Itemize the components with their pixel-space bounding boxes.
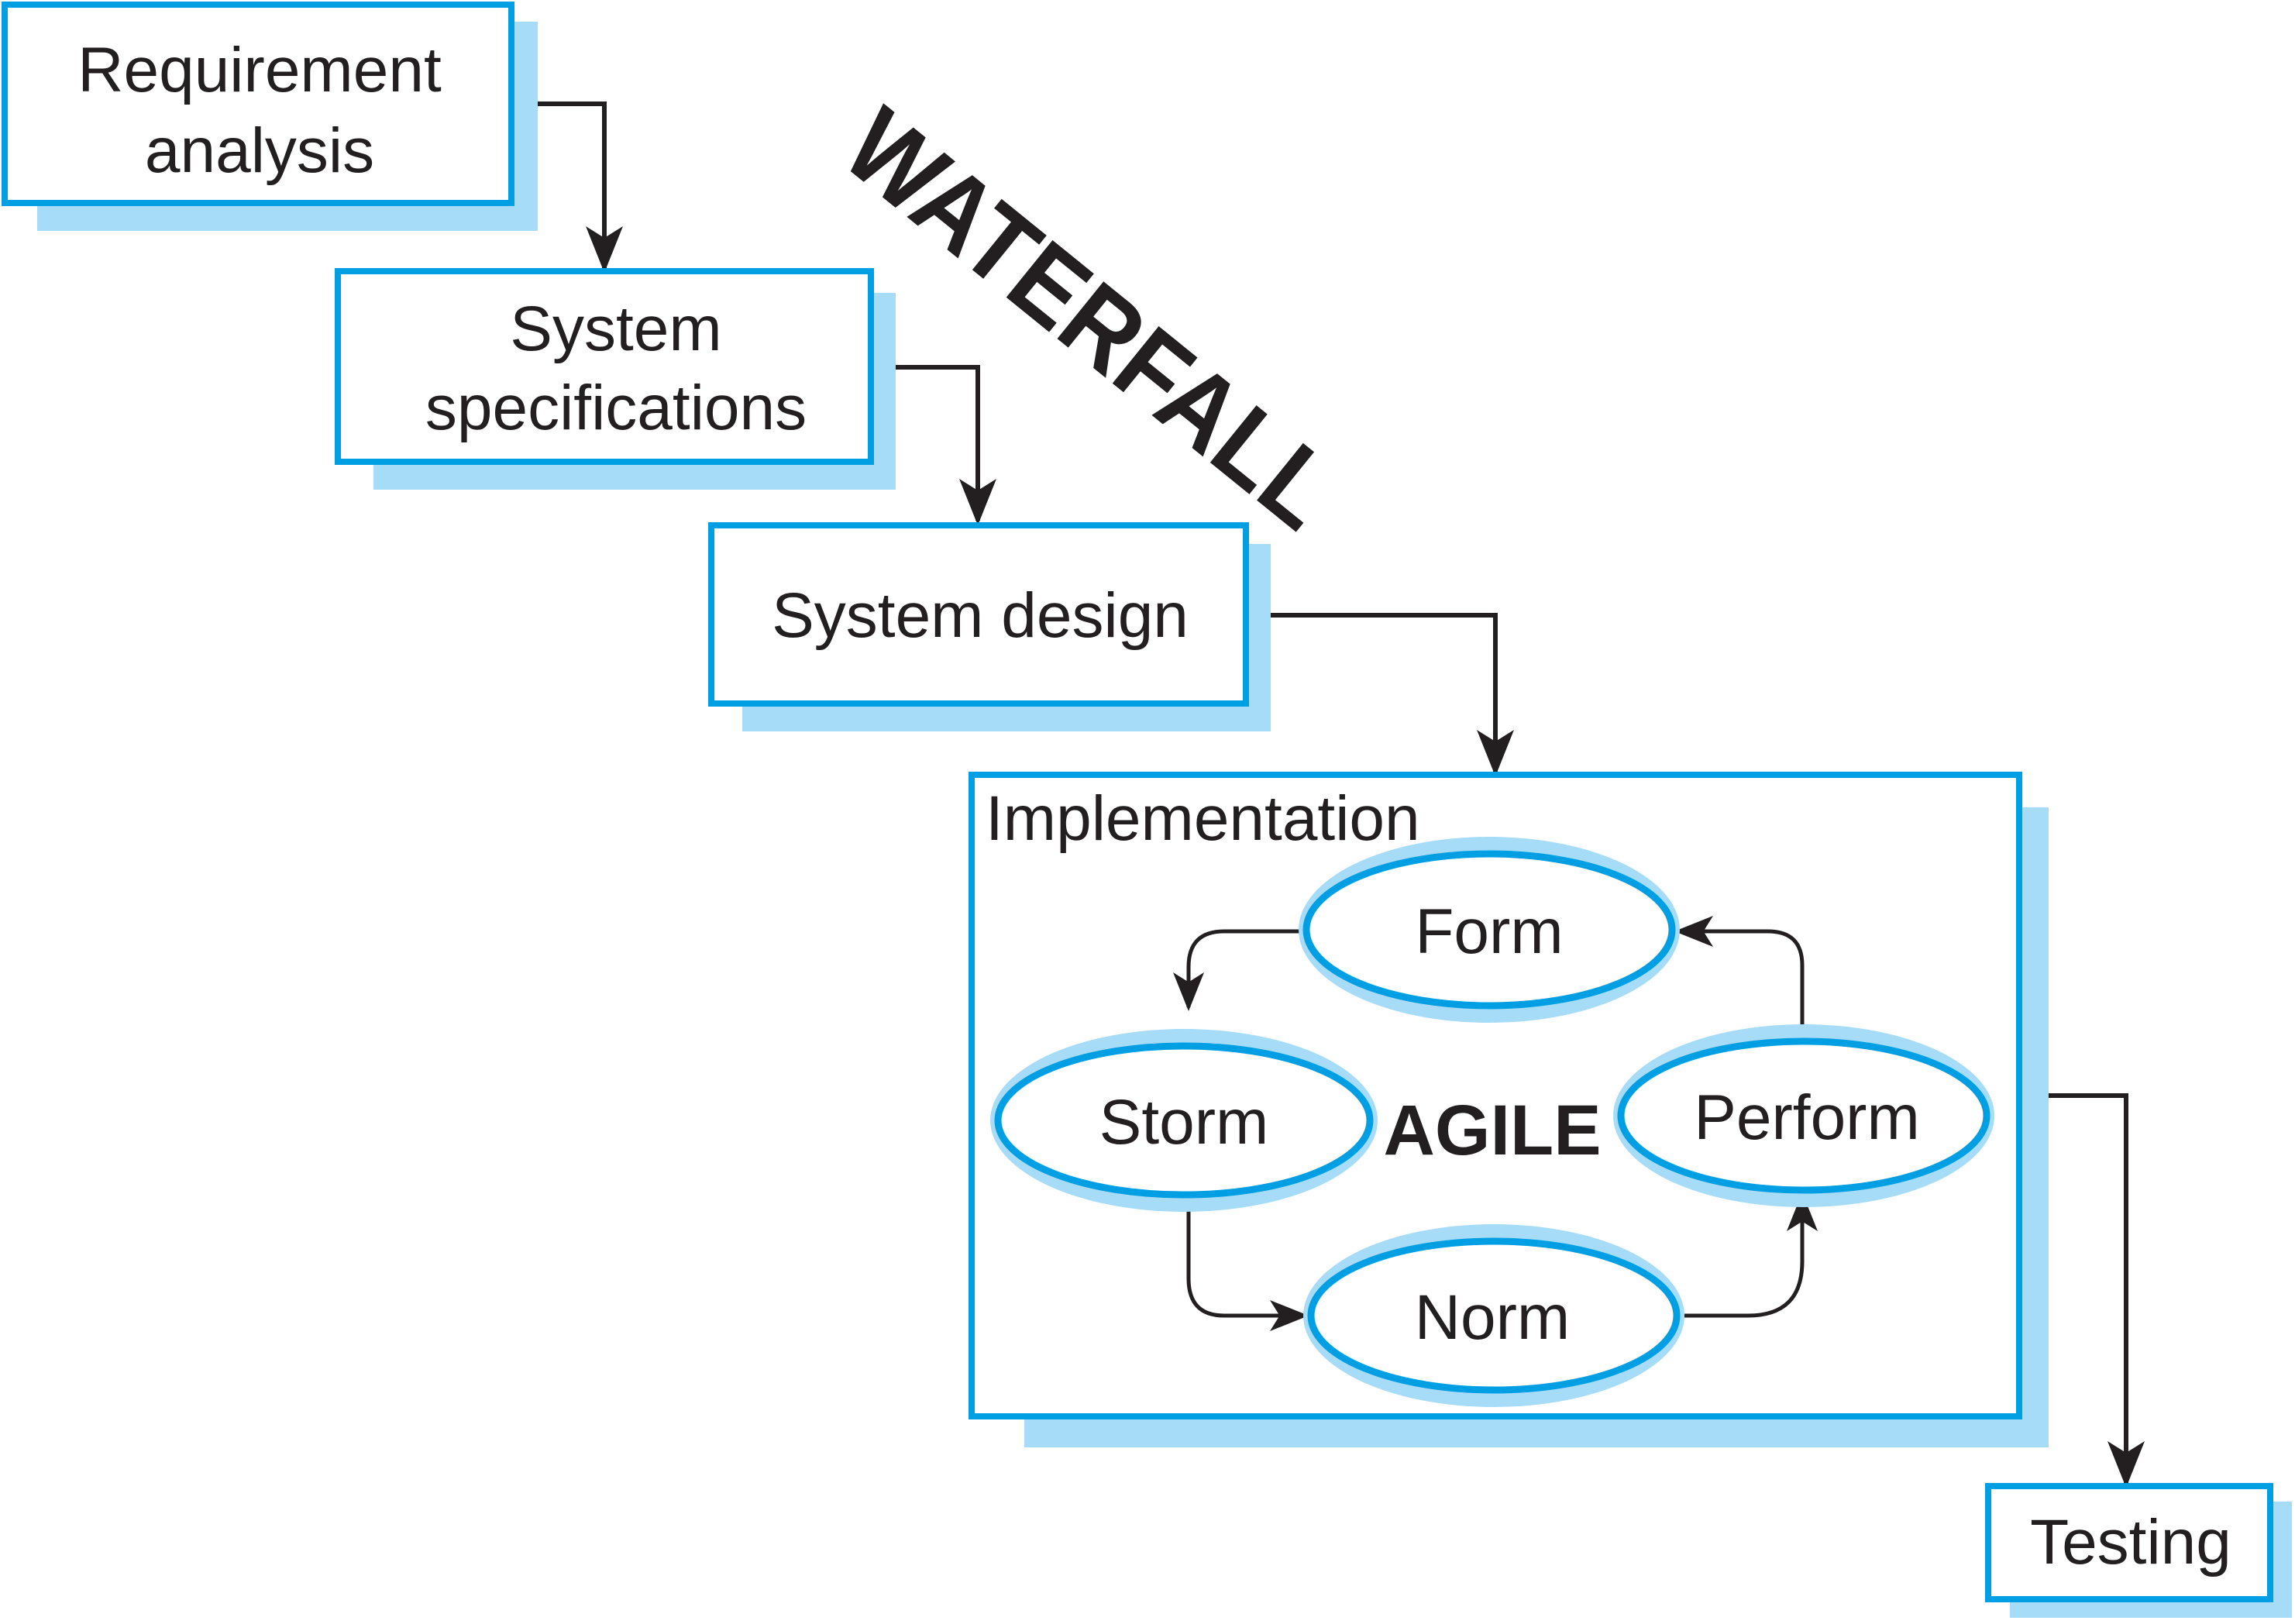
stage-system-specifications: System specifications	[335, 268, 896, 490]
stage-testing: Testing	[1985, 1483, 2292, 1618]
connector-implementation-to-testing	[2019, 1093, 2145, 1488]
stage-label: Testing	[2030, 1507, 2231, 1578]
connector-design-to-implementation	[1246, 613, 1514, 776]
stage-label-line2: analysis	[145, 115, 374, 186]
phase-ellipse	[994, 1042, 1374, 1199]
connector-storm-to-norm	[1186, 1198, 1309, 1331]
phase-label: Perform	[1694, 1082, 1920, 1153]
stage-label-line1: Requirement	[77, 35, 442, 105]
stage-box	[1985, 1483, 2273, 1602]
connector-requirement-to-specifications	[513, 102, 623, 273]
stage-box	[335, 268, 874, 465]
agile-label: AGILE	[1383, 1091, 1601, 1170]
phase-ellipse	[1617, 1037, 1990, 1194]
waterfall-label: WATERFALL	[822, 86, 1358, 552]
phase-label: Form	[1415, 896, 1563, 967]
agile-phase-norm: Norm	[1303, 1224, 1684, 1407]
connector-form-to-storm	[1173, 929, 1303, 1011]
agile-phase-form: Form	[1299, 837, 1680, 1023]
stage-label: System design	[772, 580, 1189, 651]
connector-perform-to-form	[1674, 916, 1805, 1043]
agile-phase-storm: Storm	[990, 1029, 1378, 1212]
stage-label-line2: specifications	[425, 373, 807, 443]
stage-box	[708, 522, 1249, 707]
stage-label-line1: System	[510, 294, 721, 364]
phase-ellipse	[1307, 1237, 1681, 1394]
stage-requirement-analysis: Requirement analysis	[2, 2, 538, 231]
stage-box	[2, 2, 514, 206]
phase-label: Norm	[1415, 1282, 1570, 1353]
stage-label: Implementation	[986, 783, 1420, 854]
stage-system-design: System design	[708, 522, 1271, 731]
phase-label: Storm	[1099, 1087, 1269, 1158]
phase-ellipse	[1302, 850, 1676, 1010]
connector-norm-to-perform	[1684, 1192, 1818, 1318]
agile-phase-perform: Perform	[1613, 1024, 1994, 1207]
connector-specifications-to-design	[871, 365, 996, 525]
